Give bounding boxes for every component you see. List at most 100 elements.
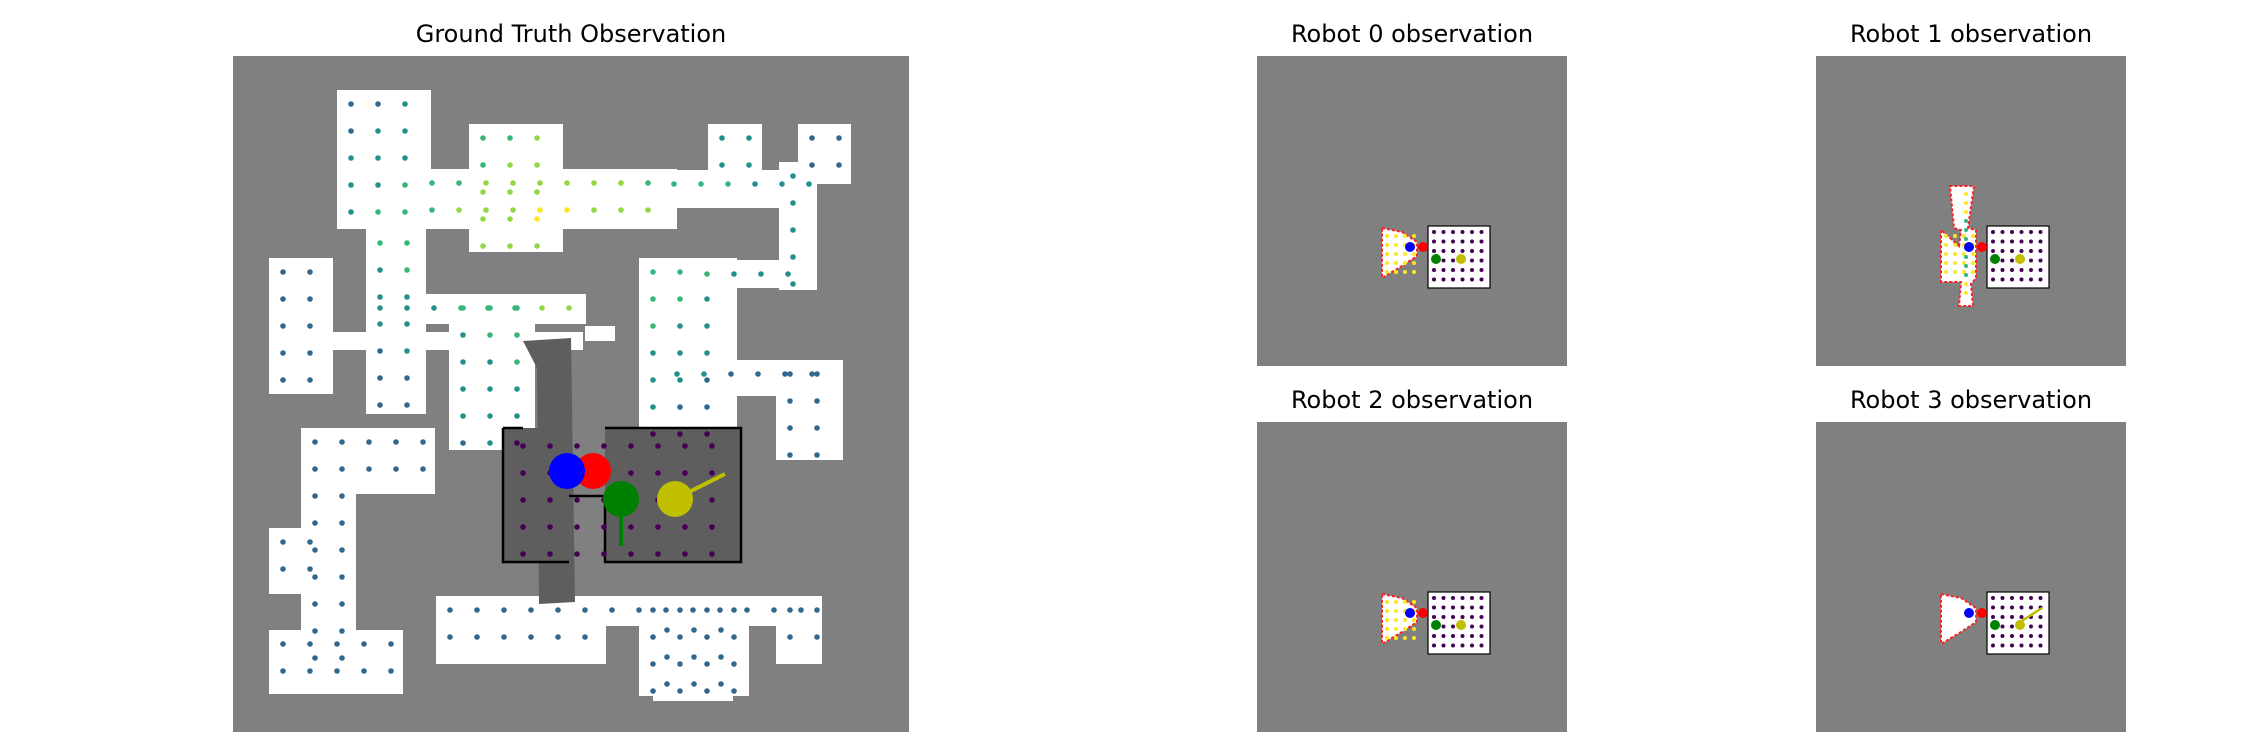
gt-sample-point bbox=[339, 601, 345, 607]
robot-2-sample-point bbox=[1432, 634, 1436, 638]
gt-robot-2-marker bbox=[603, 481, 639, 517]
gt-sample-point bbox=[785, 271, 791, 277]
gt-sample-point bbox=[537, 180, 543, 186]
gt-sample-point bbox=[388, 668, 394, 674]
gt-sample-point bbox=[377, 240, 383, 246]
gt-sample-point bbox=[510, 180, 516, 186]
robot-3-sample-point bbox=[2010, 605, 2014, 610]
gt-sample-point bbox=[814, 634, 820, 640]
gt-sample-point bbox=[628, 524, 634, 530]
robot-0-cone-point bbox=[1385, 261, 1389, 265]
robot-1-cone-point bbox=[1962, 252, 1966, 256]
gt-sample-point bbox=[746, 135, 752, 141]
robot-1-agent-0 bbox=[1964, 242, 1974, 252]
gt-sample-point bbox=[348, 209, 354, 215]
robot-0-background bbox=[1257, 56, 1567, 366]
gt-sample-point bbox=[507, 243, 513, 249]
gt-sample-point bbox=[731, 271, 737, 277]
robot-0-sample-point bbox=[1432, 230, 1436, 234]
gt-sample-point bbox=[402, 155, 408, 161]
gt-sample-point bbox=[709, 551, 715, 557]
gt-sample-point bbox=[645, 207, 651, 213]
gt-sample-point bbox=[787, 607, 793, 613]
gt-sample-point bbox=[814, 607, 820, 613]
gt-sample-point bbox=[564, 207, 570, 213]
gt-sample-point bbox=[650, 377, 656, 383]
gt-sample-point bbox=[375, 128, 381, 134]
robot-1-sample-point bbox=[2000, 249, 2005, 253]
gt-sample-point bbox=[790, 227, 796, 233]
gt-sample-point bbox=[366, 439, 372, 445]
gt-sample-point bbox=[574, 443, 580, 449]
robot-3-sample-point bbox=[2000, 643, 2005, 648]
gt-sample-point bbox=[312, 547, 318, 553]
robot-2-cone-point bbox=[1412, 618, 1416, 622]
gt-sample-point bbox=[404, 402, 410, 408]
gt-sample-point bbox=[514, 413, 520, 419]
gt-sample-point bbox=[655, 524, 661, 530]
robot-3-sample-point bbox=[2010, 624, 2014, 629]
gt-sample-point bbox=[547, 524, 553, 530]
gt-sample-point bbox=[375, 155, 381, 161]
gt-sample-point bbox=[677, 350, 683, 356]
gt-sample-point bbox=[307, 641, 313, 647]
robot-3-sample-point bbox=[2000, 605, 2005, 610]
gt-sample-point bbox=[312, 493, 318, 499]
gt-sample-point bbox=[307, 566, 313, 572]
robot-3-sample-point bbox=[2019, 615, 2024, 619]
robot-1-sample-point bbox=[1991, 249, 1995, 253]
robot-1-cone-point bbox=[1964, 264, 1968, 268]
robot-0-sample-point bbox=[1479, 277, 1484, 282]
robot-2-cone-point bbox=[1403, 600, 1407, 604]
robot-3-map bbox=[1816, 422, 2126, 732]
gt-sample-point bbox=[704, 607, 710, 613]
ground-truth-map bbox=[233, 56, 909, 732]
robot-1-sample-point bbox=[2019, 277, 2024, 282]
gt-sample-point bbox=[404, 267, 410, 273]
robot-3-sample-point bbox=[2029, 624, 2033, 629]
gt-sample-point bbox=[280, 668, 286, 674]
gt-sample-point bbox=[650, 661, 656, 667]
robot-1-background bbox=[1816, 56, 2126, 366]
gt-sample-point bbox=[537, 207, 543, 213]
robot-3-background bbox=[1816, 422, 2126, 732]
gt-sample-point bbox=[480, 135, 486, 141]
gt-sample-point bbox=[809, 135, 815, 141]
gt-sample-point bbox=[520, 497, 526, 503]
gt-sample-point bbox=[307, 377, 313, 383]
gt-sample-point bbox=[704, 323, 710, 329]
gt-sample-point bbox=[790, 281, 796, 287]
robot-1-sample-point bbox=[2029, 268, 2033, 272]
gt-sample-point bbox=[404, 240, 410, 246]
gt-sample-point bbox=[555, 607, 561, 613]
gt-sample-point bbox=[677, 431, 683, 437]
robot-2-sample-point bbox=[1432, 596, 1436, 600]
gt-sample-point bbox=[682, 551, 688, 557]
robot-2-sample-point bbox=[1441, 643, 1446, 648]
gt-sample-point bbox=[574, 551, 580, 557]
robot-2-agent-0 bbox=[1405, 608, 1415, 618]
gt-sample-point bbox=[731, 607, 737, 613]
gt-sample-point bbox=[718, 654, 724, 660]
gt-sample-point bbox=[420, 439, 426, 445]
robot-0-cone-point bbox=[1394, 243, 1398, 247]
robot-1-sample-point bbox=[2000, 268, 2005, 272]
gt-sample-point bbox=[348, 128, 354, 134]
gt-sample-point bbox=[514, 332, 520, 338]
gt-sample-point bbox=[402, 128, 408, 134]
robot-3-sample-point bbox=[1991, 596, 1995, 600]
gt-sample-point bbox=[339, 574, 345, 580]
gt-free-region bbox=[269, 528, 333, 594]
gt-sample-point bbox=[487, 386, 493, 392]
gt-sample-point bbox=[348, 182, 354, 188]
gt-sample-point bbox=[520, 470, 526, 476]
robot-0-sample-point bbox=[1470, 277, 1474, 282]
robot-1-sample-point bbox=[2019, 239, 2024, 244]
gt-sample-point bbox=[782, 371, 788, 377]
robot-2-sample-point bbox=[1441, 624, 1446, 629]
gt-sample-point bbox=[704, 271, 710, 277]
robot-3-sample-point bbox=[2038, 634, 2043, 638]
robot-1-cone-point bbox=[1944, 243, 1948, 247]
robot-1-sample-point bbox=[2000, 230, 2005, 234]
robot-1-sample-point bbox=[2010, 230, 2014, 234]
